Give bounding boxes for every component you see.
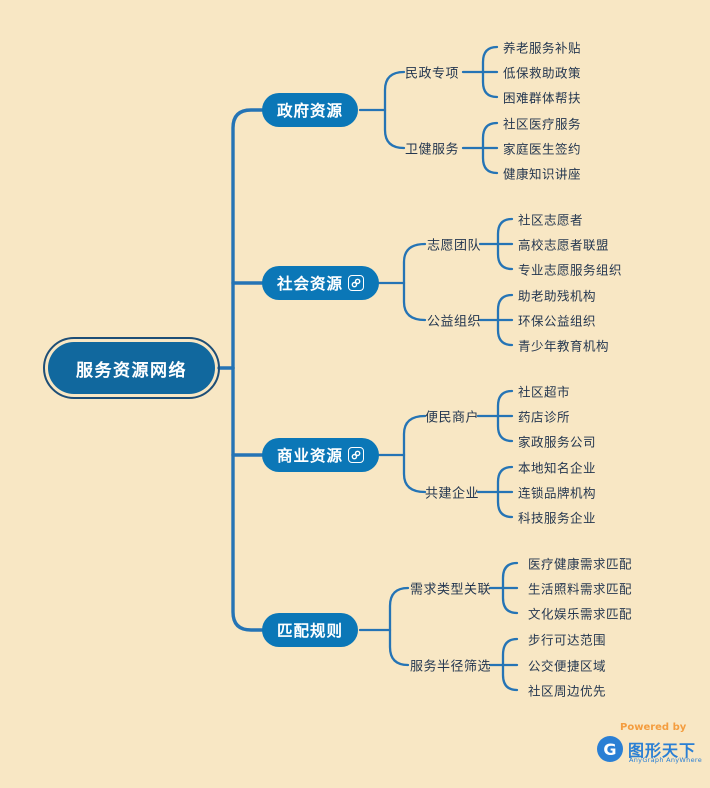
leaf-node[interactable]: 社区超市 <box>518 384 571 400</box>
leaf-node[interactable]: 生活照料需求匹配 <box>528 581 633 597</box>
leaf-node[interactable]: 困难群体帮扶 <box>503 90 582 106</box>
brand-tagline: AnyGraph AnyWhere <box>629 756 703 764</box>
brand-name: 图形天下 <box>628 741 697 760</box>
leaf-node[interactable]: 青少年教育机构 <box>518 338 610 354</box>
branch-4-connectors <box>358 561 519 692</box>
branch-2-connectors <box>375 217 514 347</box>
leaf-node[interactable]: 养老服务补贴 <box>503 40 582 56</box>
leaf-node[interactable]: 家庭医生签约 <box>503 141 582 157</box>
sub-node[interactable]: 服务半径筛选 <box>410 659 492 675</box>
link-icon[interactable] <box>348 275 365 291</box>
sub-node[interactable]: 共建企业 <box>425 486 480 502</box>
sub-node[interactable]: 民政专项 <box>405 66 460 82</box>
leaf-node[interactable]: 助老助残机构 <box>518 288 597 304</box>
sub-node[interactable]: 卫健服务 <box>405 142 460 158</box>
sub-node[interactable]: 公益组织 <box>427 314 482 330</box>
trunk-connector <box>217 108 264 632</box>
leaf-node[interactable]: 文化娱乐需求匹配 <box>528 606 633 622</box>
branch-node-label: 商业资源 <box>277 447 344 465</box>
leaf-node[interactable]: 连锁品牌机构 <box>518 485 597 501</box>
leaf-node[interactable]: 医疗健康需求匹配 <box>528 556 633 572</box>
branch-node-social[interactable]: 社会资源 <box>262 266 380 300</box>
branch-3-connectors <box>375 389 514 519</box>
brand-logo-icon: G <box>597 736 623 762</box>
leaf-node[interactable]: 专业志愿服务组织 <box>518 262 623 278</box>
branch-1-connectors <box>358 45 499 175</box>
leaf-node[interactable]: 健康知识讲座 <box>503 166 582 182</box>
leaf-node[interactable]: 公交便捷区域 <box>528 658 607 674</box>
branch-node-label: 匹配规则 <box>277 622 344 640</box>
branch-node-government[interactable]: 政府资源 <box>262 93 359 127</box>
link-icon[interactable] <box>348 447 365 463</box>
leaf-node[interactable]: 步行可达范围 <box>528 632 607 648</box>
leaf-node[interactable]: 低保救助政策 <box>503 65 582 81</box>
branch-node-matching[interactable]: 匹配规则 <box>262 613 359 647</box>
leaf-node[interactable]: 高校志愿者联盟 <box>518 237 610 253</box>
watermark[interactable]: Powered by G 图形天下 AnyGraph AnyWhere <box>592 720 707 775</box>
leaf-node[interactable]: 家政服务公司 <box>518 434 597 450</box>
root-node-label: 服务资源网络 <box>76 360 187 381</box>
leaf-node[interactable]: 社区志愿者 <box>518 212 584 228</box>
branch-node-label: 社会资源 <box>277 275 344 293</box>
leaf-node[interactable]: 科技服务企业 <box>518 510 597 526</box>
powered-by-label: Powered by <box>620 722 687 733</box>
branch-node-label: 政府资源 <box>277 102 344 120</box>
leaf-node[interactable]: 社区周边优先 <box>528 683 607 699</box>
root-node[interactable]: 服务资源网络 <box>43 337 220 399</box>
sub-node[interactable]: 需求类型关联 <box>410 582 492 598</box>
branch-node-business[interactable]: 商业资源 <box>262 438 380 472</box>
leaf-node[interactable]: 药店诊所 <box>518 409 571 425</box>
sub-node[interactable]: 便民商户 <box>425 410 480 426</box>
leaf-node[interactable]: 本地知名企业 <box>518 460 597 476</box>
sub-node[interactable]: 志愿团队 <box>427 238 482 254</box>
leaf-node[interactable]: 社区医疗服务 <box>503 116 582 132</box>
leaf-node[interactable]: 环保公益组织 <box>518 313 597 329</box>
